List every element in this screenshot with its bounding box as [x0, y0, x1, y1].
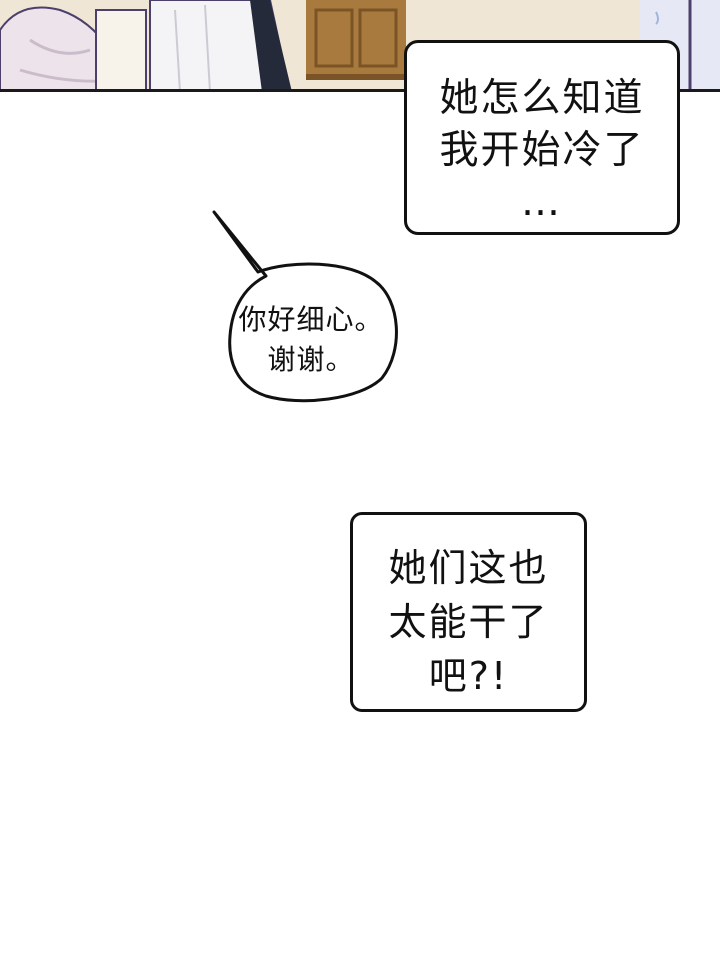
narration-box-3: 她们这也 太能干了 吧?! — [350, 512, 587, 712]
speech-2-line-1: 你好细心。 — [238, 303, 384, 336]
narration-box-1: 她怎么知道 我开始冷了 … — [404, 40, 680, 235]
narration-3-line-3: 吧?! — [428, 654, 509, 698]
robe-shadow — [250, 0, 292, 89]
speech-2-line-2: 谢谢。 — [267, 343, 355, 376]
chair — [95, 9, 147, 89]
speech-bubble-2-text: 你好细心。 谢谢。 — [231, 300, 391, 380]
narration-1-line-1: 她怎么知道 — [439, 76, 645, 121]
narration-1-line-2: 我开始冷了 — [439, 128, 645, 173]
speech-bubble-outline — [212, 210, 398, 403]
narration-1-line-3: … — [521, 180, 563, 225]
narration-3-line-2: 太能干了 — [388, 600, 549, 644]
narration-3-line-1: 她们这也 — [388, 546, 549, 590]
speech-bubble-2 — [212, 210, 398, 403]
sweat-drop-icon — [655, 11, 659, 25]
